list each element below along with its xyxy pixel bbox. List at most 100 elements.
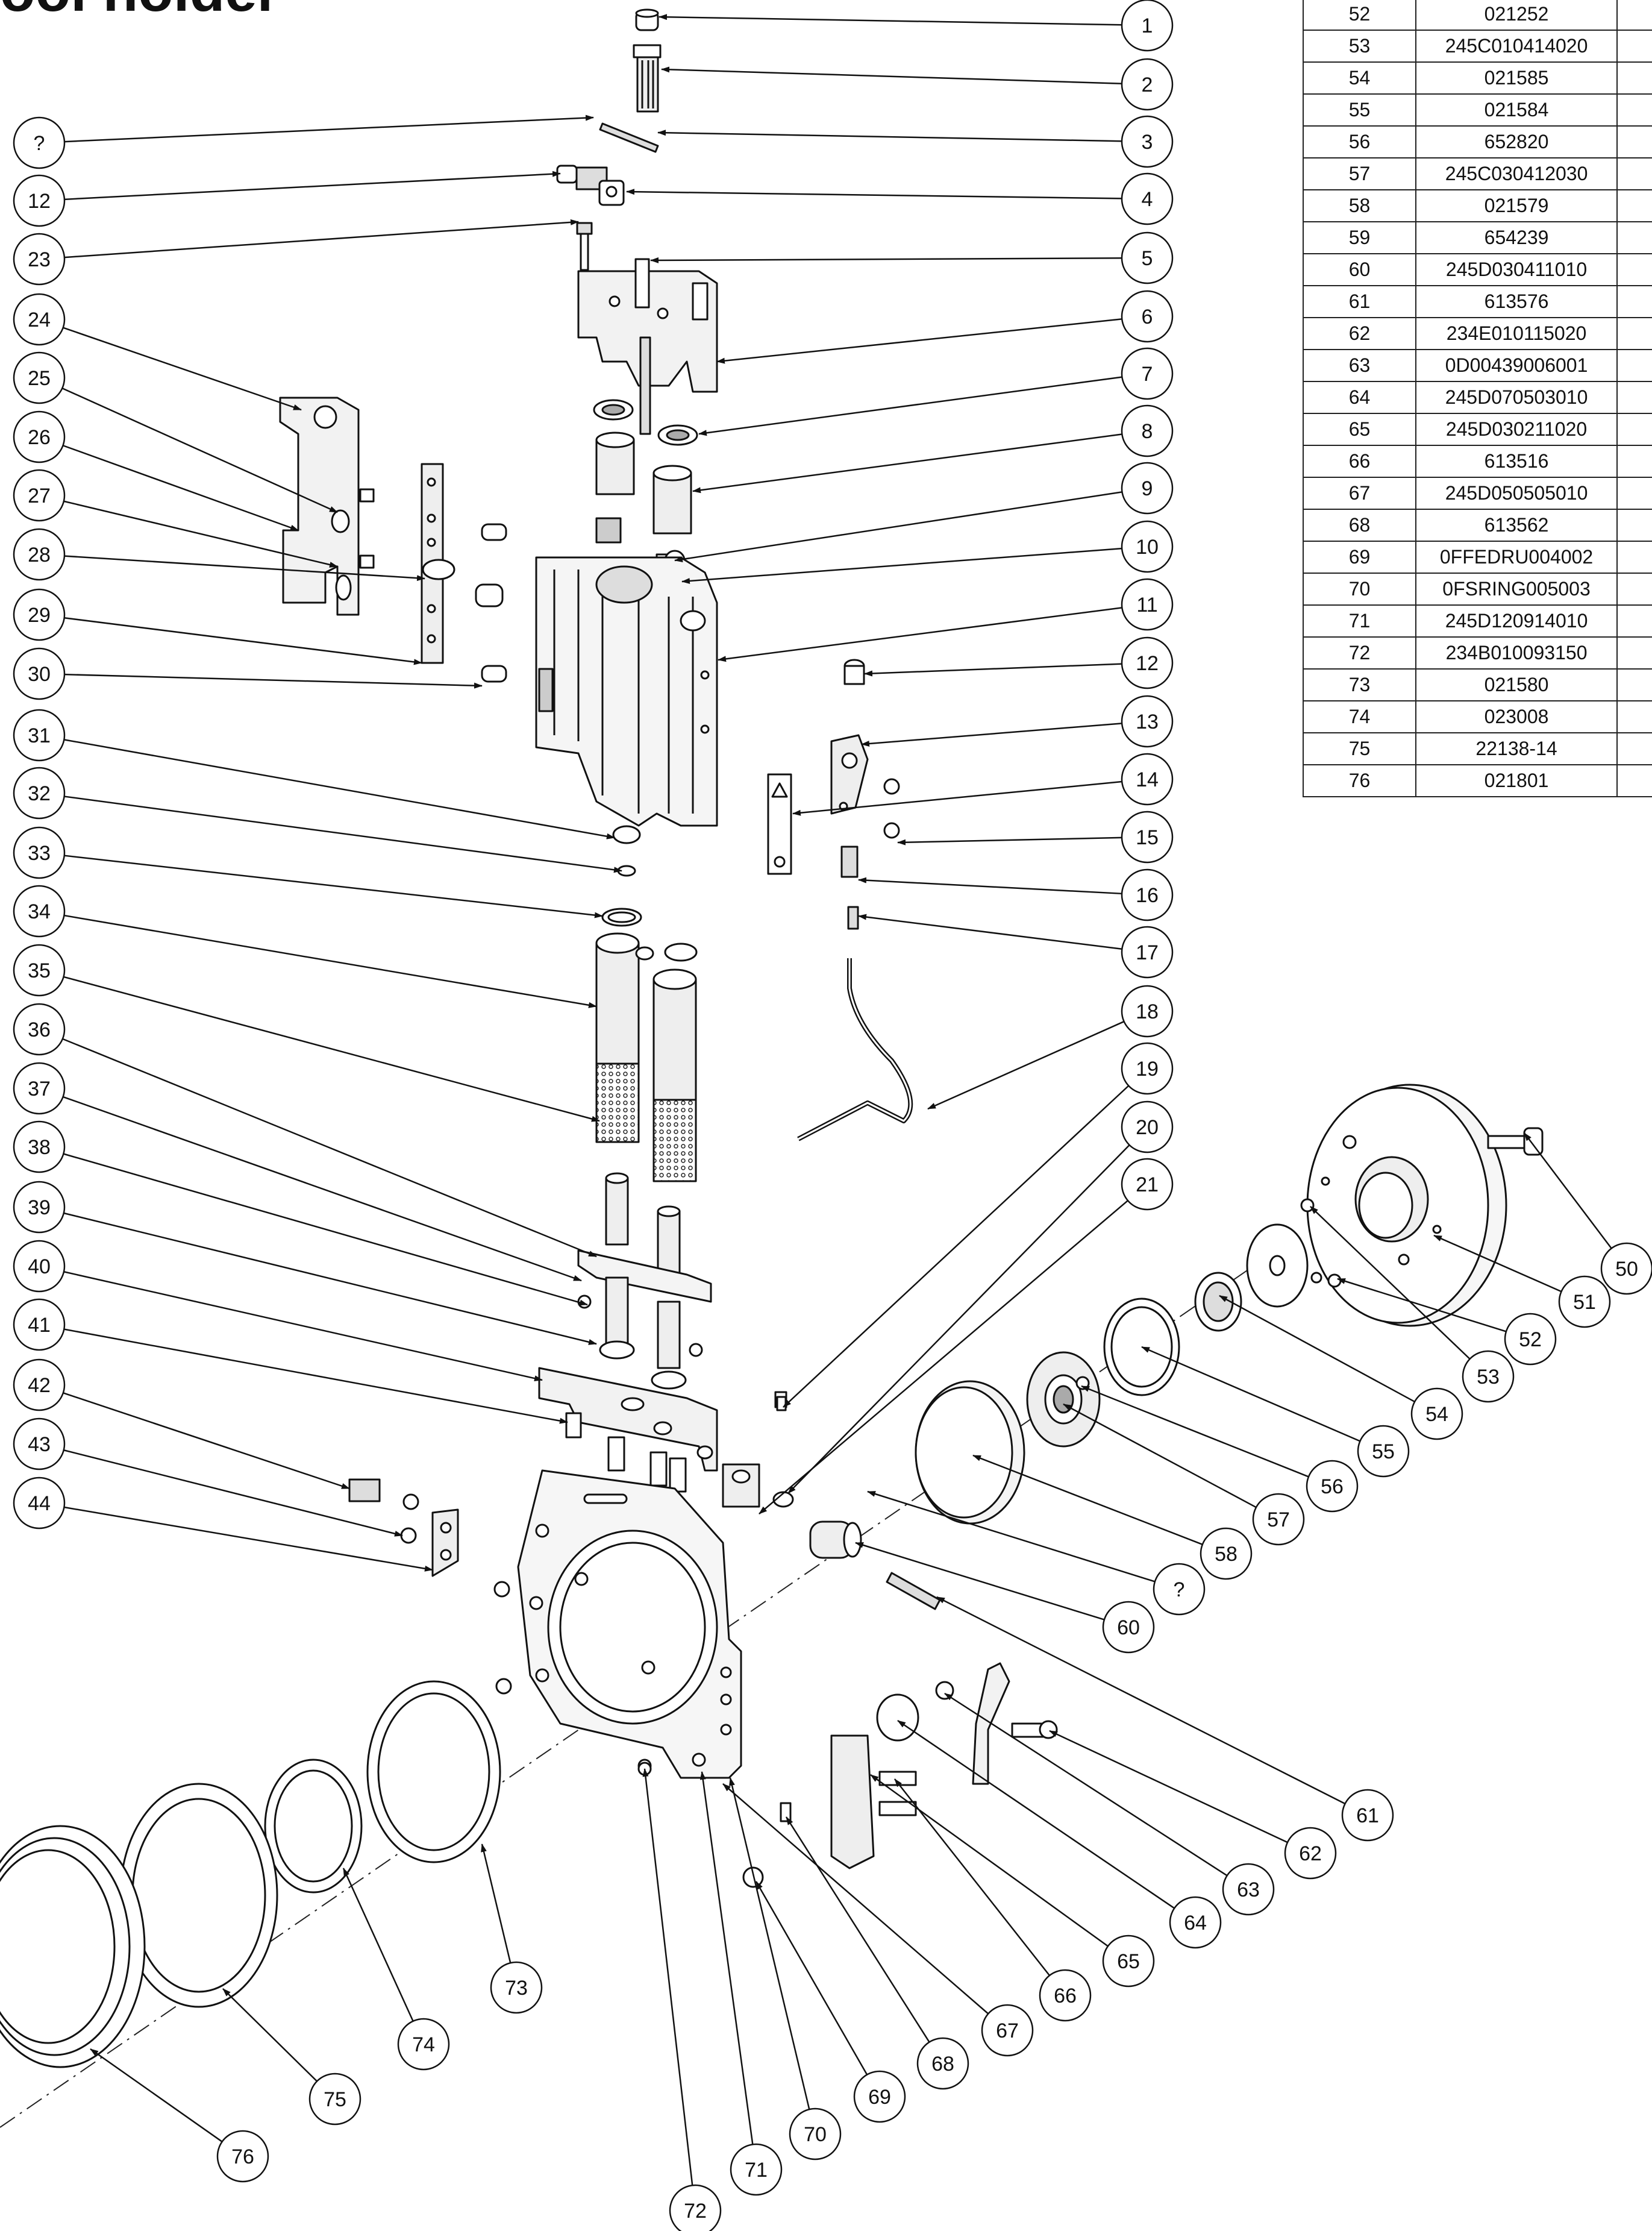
leader-line (897, 1719, 1175, 1909)
callout-label: 25 (28, 367, 51, 390)
callout-circle (730, 2143, 783, 2196)
callout-circle (1121, 0, 1174, 52)
callout-50: 50 (1524, 1132, 1652, 1295)
callout-label: 26 (28, 426, 51, 449)
callout-circle (1121, 58, 1174, 111)
callout-62: 62 (1049, 1730, 1337, 1880)
callout-18: 18 (927, 985, 1174, 1110)
empty-cell (1616, 636, 1652, 670)
callout-label: 10 (1136, 536, 1159, 559)
callout-label: 11 (1136, 594, 1157, 617)
callout-8: 8 (692, 404, 1174, 494)
callout-70: 70 (729, 1777, 842, 2160)
part-18-tube (797, 958, 913, 1141)
callout-circle (13, 233, 66, 286)
diagram-title: ool holder (0, 0, 280, 20)
part-6-upper-block (577, 258, 718, 435)
leader-line (63, 327, 302, 411)
callout-circle (13, 767, 66, 820)
position-cell: 61 (1302, 285, 1417, 318)
leader-line (64, 617, 422, 665)
leader-line (63, 500, 338, 568)
callout-58: 58 (972, 1454, 1253, 1580)
leader-line (927, 1020, 1125, 1110)
callout-label: 43 (28, 1433, 51, 1456)
callout-label: 4 (1142, 188, 1153, 211)
leader-line (64, 739, 615, 839)
leader-line (759, 1200, 1128, 1514)
part-70-clip (742, 1866, 764, 1888)
position-cell: 56 (1302, 125, 1417, 158)
leader-line (64, 115, 594, 143)
callout-74: 74 (342, 1868, 450, 2071)
callout-label: 53 (1477, 1366, 1500, 1388)
callout-label: 17 (1136, 941, 1159, 964)
part-29-plate (421, 463, 455, 664)
part-76-ring (0, 1825, 146, 2068)
leader-line (699, 1771, 754, 2145)
callout-label: 3 (1142, 131, 1153, 154)
leader-line (1433, 1234, 1562, 1293)
callout-circle (13, 1062, 66, 1115)
leader-line (657, 130, 1122, 142)
part-number-cell: 245D030211020 (1415, 413, 1618, 446)
position-cell: 62 (1302, 317, 1417, 350)
position-cell: 72 (1302, 636, 1417, 670)
callout-71: 71 (699, 1771, 783, 2196)
leader-line (63, 1096, 582, 1282)
callout-circle (13, 826, 66, 879)
leader-line (63, 1212, 597, 1345)
callout-73: 73 (481, 1843, 543, 2014)
empty-cell (1616, 253, 1652, 286)
leader-line (867, 1490, 1156, 1583)
callout-label: 69 (868, 2086, 891, 2109)
callout-68: 68 (785, 1816, 969, 2090)
part-8-pistons (595, 431, 692, 535)
callout-36: 36 (13, 1003, 597, 1258)
callout-circle (981, 2004, 1034, 2057)
leader-line (64, 855, 603, 918)
part-19-pin (776, 1396, 787, 1411)
callout-label: 63 (1237, 1878, 1260, 1901)
leader-line (870, 1774, 1109, 1947)
callout-circle (1121, 172, 1174, 225)
callout-circle (13, 116, 66, 169)
callout-circle (1121, 462, 1174, 515)
part-number-cell: 654239 (1415, 221, 1618, 254)
part-number-cell: 613516 (1415, 445, 1618, 478)
callout-circle (1121, 868, 1174, 921)
empty-cell (1616, 189, 1652, 222)
part-number-cell: 0D00439006001 (1415, 349, 1618, 382)
callout-circle (13, 469, 66, 522)
callout-circle (1504, 1313, 1557, 1366)
part-16-nipple (840, 846, 859, 878)
position-cell: 60 (1302, 253, 1417, 286)
empty-cell (1616, 477, 1652, 510)
empty-cell (1616, 349, 1652, 382)
position-cell: 74 (1302, 700, 1417, 733)
part-50-screw (1487, 1127, 1544, 1156)
callout-label: 57 (1267, 1508, 1290, 1531)
callout-label: 12 (1136, 652, 1159, 675)
leader-line (64, 555, 425, 582)
callout-circle (1121, 231, 1174, 284)
leader-line (342, 1868, 414, 2022)
callout-label: 31 (28, 724, 51, 747)
position-cell: 70 (1302, 573, 1417, 606)
leader-line (63, 1153, 588, 1306)
part-24-bracket (279, 397, 375, 616)
leader-line (1141, 1346, 1360, 1442)
callouts: ?122324252627282930313233343536373839404… (13, 0, 1652, 2231)
callout-label: 40 (28, 1255, 51, 1278)
callout-circle (1121, 926, 1174, 979)
callout-label: 18 (1136, 1000, 1159, 1023)
part-62-screw (1011, 1720, 1058, 1739)
part-17-nozzle (847, 906, 859, 930)
